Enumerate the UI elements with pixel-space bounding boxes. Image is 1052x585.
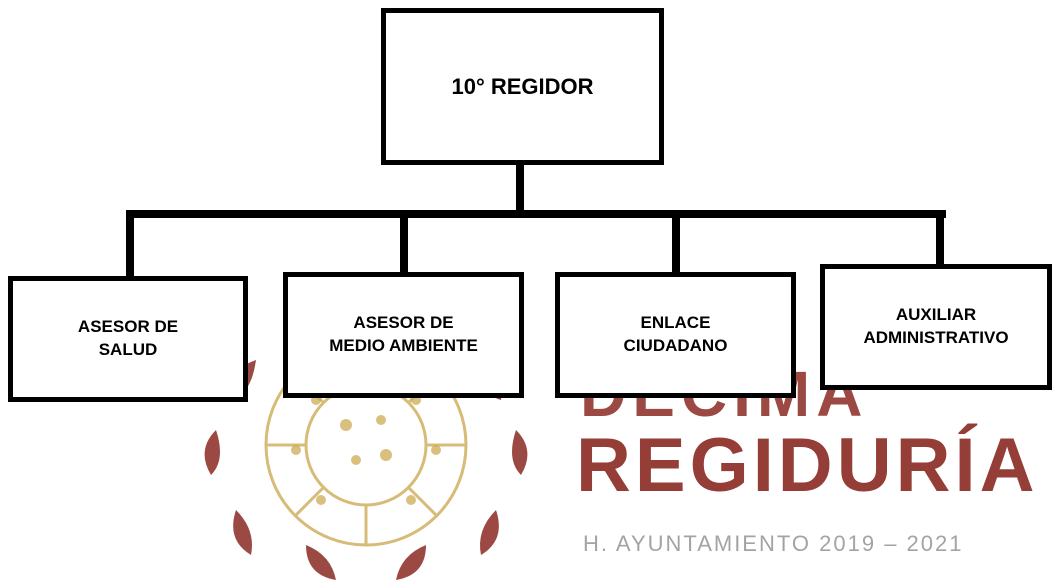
root-node-label: 10° REGIDOR: [451, 73, 594, 99]
child-node-2: ASESOR DE MEDIO AMBIENTE: [283, 272, 524, 398]
child-node-2-label: ASESOR DE MEDIO AMBIENTE: [329, 313, 478, 355]
child-node-1-label: ASESOR DE SALUD: [77, 317, 179, 359]
child-node-3-label: ENLACE CIUDADANO: [623, 313, 728, 355]
drop-line-3: [672, 210, 680, 278]
drop-line-2: [400, 210, 408, 276]
drop-line-1: [126, 210, 134, 280]
child-node-1: ASESOR DE SALUD: [8, 276, 248, 402]
root-node: 10° REGIDOR: [381, 8, 664, 165]
drop-line-4: [936, 210, 944, 270]
child-node-4: AUXILIAR ADMINISTRATIVO: [820, 264, 1052, 390]
watermark-subtitle: H. AYUNTAMIENTO 2019 – 2021: [583, 531, 964, 556]
root-stem: [516, 160, 524, 216]
watermark-title: REGIDURÍA: [576, 423, 1039, 508]
child-node-4-label: AUXILIAR ADMINISTRATIVO: [863, 305, 1009, 347]
horizontal-bus: [126, 210, 946, 218]
child-node-3: ENLACE CIUDADANO: [555, 272, 796, 398]
